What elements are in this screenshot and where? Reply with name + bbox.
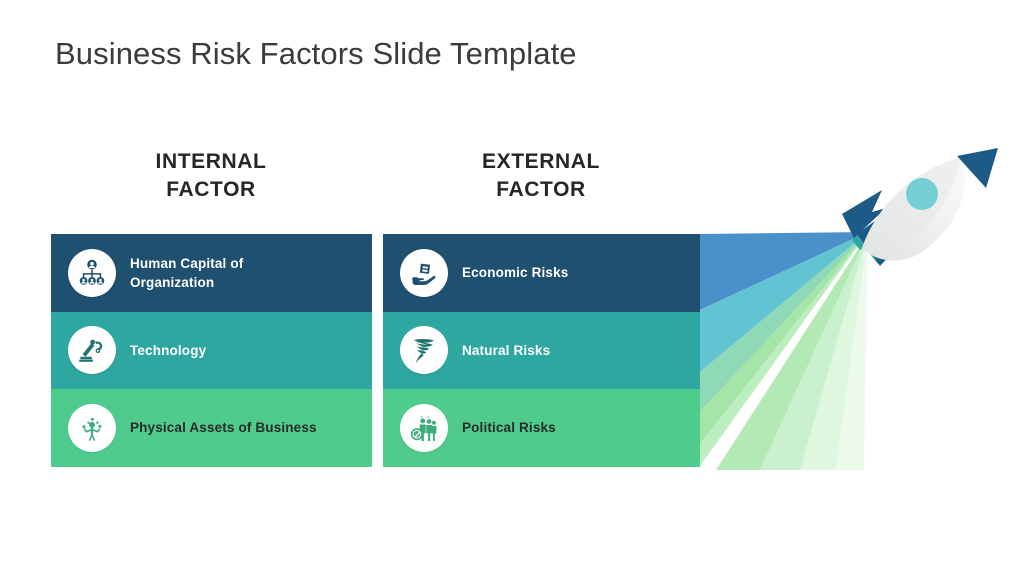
factor-row-economic-risks[interactable]: Economic Risks [383,234,700,312]
factor-column-internal: Human Capital of Organization Technolo [51,234,372,467]
factor-row-political-risks[interactable]: Political Risks [383,389,700,467]
people-group-icon [400,403,448,452]
column-header-internal-line1: INTERNAL [155,150,267,173]
org-chart-icon [68,248,116,297]
rocket-nose-cone [957,148,998,188]
factor-row-technology[interactable]: Technology [51,311,372,389]
factor-row-natural-risks[interactable]: Natural Risks [383,311,700,389]
hand-money-icon [400,248,448,297]
column-header-external: EXTERNAL FACTOR [381,148,701,205]
rocket-illustration [842,148,998,266]
column-header-external-line1: EXTERNAL [482,150,600,173]
factor-row-physical-assets[interactable]: Physical Assets of Business [51,389,372,467]
rocket-body [862,158,965,261]
rocket-fin-accent [852,220,900,264]
factor-row-label: Human Capital of Organization [130,255,244,290]
page-title: Business Risk Factors Slide Template [55,36,577,71]
factor-row-label: Physical Assets of Business [130,420,317,436]
column-header-external-line2: FACTOR [496,178,586,202]
rocket-window [906,178,938,210]
factor-row-label: Political Risks [462,420,556,436]
person-juggling-icon [68,403,116,452]
factor-row-label: Natural Risks [462,342,551,358]
factor-row-label: Economic Risks [462,265,569,281]
column-header-internal-line2: FACTOR [166,178,256,202]
tornado-icon [400,326,448,375]
factor-row-human-capital[interactable]: Human Capital of Organization [51,234,372,312]
rocket-fin [842,190,914,266]
factor-column-external: Economic Risks Natural Risks [383,234,700,467]
column-header-internal: INTERNAL FACTOR [51,148,371,205]
factor-row-label: Technology [130,342,207,358]
robot-arm-icon [68,326,116,375]
